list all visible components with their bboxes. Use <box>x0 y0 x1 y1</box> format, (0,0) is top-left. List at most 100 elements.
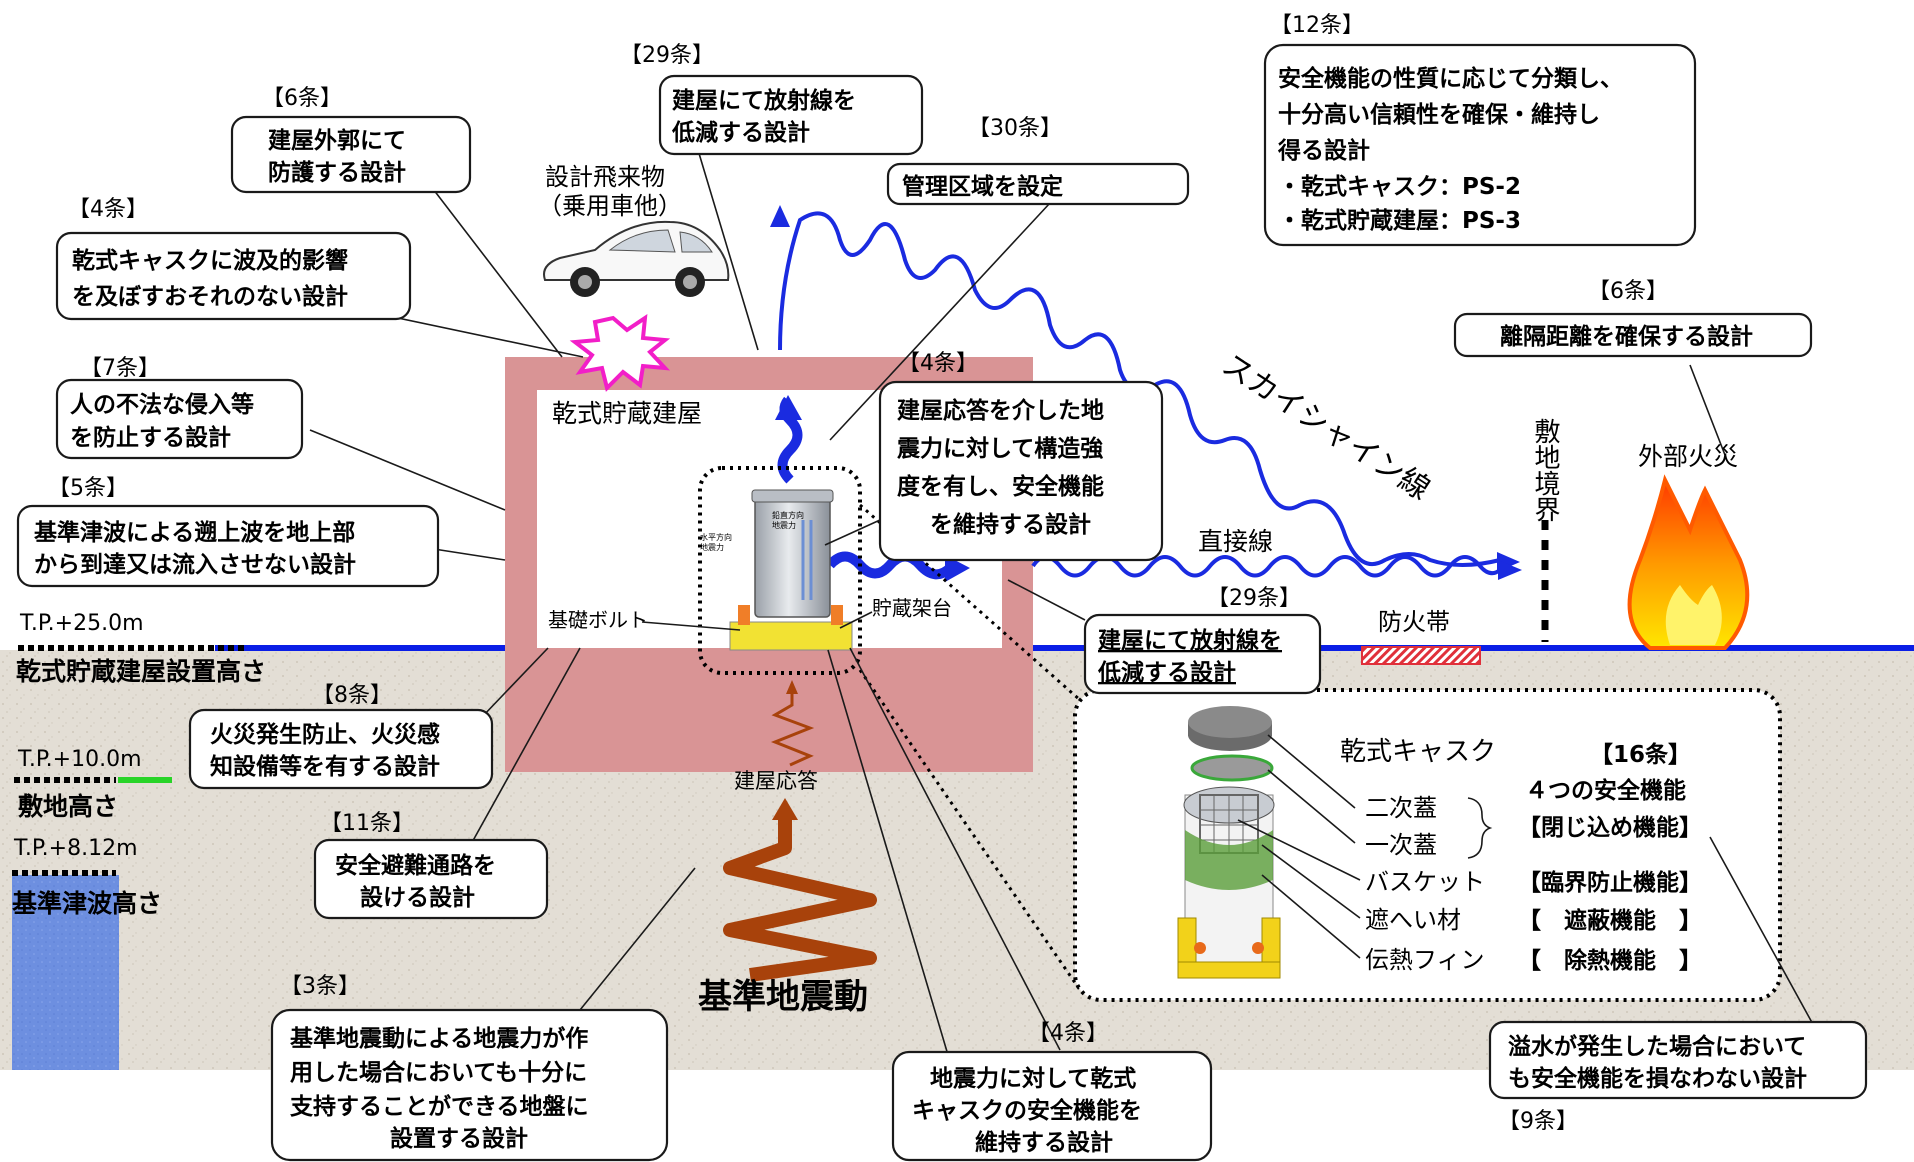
cask-part-function: 【 遮蔽機能 】 <box>1518 907 1702 934</box>
article-30-label: 【30条】 <box>968 116 1062 141</box>
callout-art11-line: 設ける設計 <box>360 884 475 911</box>
article-6-top-label: 【6条】 <box>262 86 342 111</box>
callout-art29-top-line: 低減する設計 <box>671 119 810 146</box>
part-pointer <box>1237 819 1361 881</box>
tsunami-water <box>12 875 119 1070</box>
elevation-level-25: T.P.+25.0m <box>19 611 144 636</box>
callout-art12-line: 安全機能の性質に応じて分類し、 <box>1278 65 1623 92</box>
car-icon <box>543 220 730 297</box>
callout-art12 <box>1263 43 1697 247</box>
external-fire-label: 外部火災 <box>1638 442 1738 471</box>
building-label: 乾式貯蔵建屋 <box>552 399 702 428</box>
article-5-label: 【5条】 <box>48 476 128 501</box>
elevation-level-812: T.P.+8.12m <box>13 836 138 861</box>
cask-part-function: 【 除熱機能 】 <box>1518 947 1702 974</box>
article-8-label: 【8条】 <box>312 683 392 708</box>
elevation-name-25: 乾式貯蔵建屋設置高さ <box>16 657 266 686</box>
callout-art3-line: 支持することができる地盤に <box>289 1093 589 1120</box>
article-29-top-label: 【29条】 <box>620 43 714 68</box>
article-29-mid-label: 【29条】 <box>1207 586 1301 611</box>
callout-art4-mid <box>878 380 1164 562</box>
lid-brace <box>1467 797 1493 859</box>
direct-ray-label: 直接線 <box>1198 527 1273 556</box>
callout-art4-mid-line: 建屋応答を介した地 <box>897 397 1104 424</box>
part-pointer <box>1261 874 1361 959</box>
callout-art9 <box>1488 1020 1868 1100</box>
callout-art11 <box>313 838 549 920</box>
callout-art29-mid <box>1083 613 1322 695</box>
article-4-mid-label: 【4条】 <box>898 351 978 376</box>
article-6-right-label: 【6条】 <box>1588 279 1668 304</box>
callout-art5-line: から到達又は流入させない設計 <box>34 551 356 578</box>
cask-part-name: 遮へい材 <box>1365 906 1461 934</box>
callout-art6-top-line: 防護する設計 <box>268 159 406 186</box>
cask-part-name: バスケット <box>1365 868 1485 896</box>
storage-rack-icon <box>1177 917 1281 979</box>
article-4-bottom-label: 【4条】 <box>1028 1021 1108 1046</box>
cask-inner-label: 地震力 <box>700 542 724 552</box>
fire-icon <box>1627 474 1750 650</box>
part-pointer <box>1267 769 1356 844</box>
callout-art5-line: 基準津波による遡上波を地上部 <box>34 519 355 546</box>
callout-art3-line: 用した場合においても十分に <box>290 1059 587 1086</box>
callout-art7 <box>55 378 304 460</box>
building-internal-ray-up-arrowhead <box>775 395 802 420</box>
article-9-label: 【9条】 <box>1498 1109 1578 1134</box>
callout-art3 <box>270 1008 669 1162</box>
cask-part-function: 【臨界防止機能】 <box>1518 869 1702 896</box>
callout-art11-line: 安全避難通路を <box>335 852 496 879</box>
callout-art6-top-line: 建屋外郭にて <box>268 127 406 154</box>
callout-art3-line: 設置する設計 <box>390 1125 528 1152</box>
cask-detail-heading: ４つの安全機能 <box>1525 777 1686 804</box>
ground-motion-arrowhead <box>772 798 798 820</box>
callout-art30 <box>886 162 1190 206</box>
callout-art29-mid-line: 建屋にて放射線を <box>1098 627 1282 654</box>
cask-part-function: 【閉じ込め機能】 <box>1518 814 1702 841</box>
cask-detail-title: 乾式キャスク <box>1340 737 1496 767</box>
callout-art4-bottom <box>891 1050 1213 1162</box>
skyshine-arrowhead-top <box>770 205 790 227</box>
callout-art4-bottom-line: 維持する設計 <box>975 1129 1113 1156</box>
callout-art6-right <box>1453 312 1813 358</box>
callout-art7-line: 人の不法な侵入等 <box>70 391 254 418</box>
callout-art5 <box>16 504 440 588</box>
callout-art3-line: 基準地震動による地震力が作 <box>290 1025 588 1052</box>
storage-rack-label: 貯蔵架台 <box>872 596 952 620</box>
article-7-label: 【7条】 <box>80 356 160 381</box>
callout-art4-top-line: を及ぼすおそれのない設計 <box>72 283 348 310</box>
callout-art12-line: 得る設計 <box>1277 137 1370 164</box>
cask-inner-label: 地震力 <box>772 520 796 530</box>
callout-art4-mid-line: 度を有し、安全機能 <box>897 473 1104 500</box>
callout-art4-top-line: 乾式キャスクに波及的影響 <box>72 247 348 274</box>
ground-motion-label: 基準地震動 <box>698 977 868 1017</box>
callout-art4-top <box>55 231 412 321</box>
firebreak <box>1361 646 1481 665</box>
article-11-label: 【11条】 <box>320 811 414 836</box>
foundation-bolt-label: 基礎ボルト <box>548 608 648 632</box>
elevation-level-10: T.P.+10.0m <box>17 747 142 772</box>
part-pointer <box>1267 734 1356 809</box>
building-response-arrow <box>770 690 815 767</box>
callout-art30-line: 管理区域を設定 <box>902 173 1063 200</box>
cask-rack-base <box>729 621 853 651</box>
flying-object-label: 設計飛来物 <box>545 163 665 191</box>
cask-top <box>751 489 834 503</box>
part-pointer <box>1261 844 1361 919</box>
skyshine-ray <box>778 211 1501 567</box>
site-boundary-label: 敷地境界 <box>1530 418 1560 522</box>
cask-part-name: 一次蓋 <box>1365 831 1437 859</box>
callout-art12-line: 十分高い信頼性を確保・維持し <box>1278 101 1600 128</box>
ground-motion-arrow <box>723 818 877 982</box>
skyshine-label: スカイシャイン線 <box>1216 347 1436 507</box>
callout-art4-bottom-line: キャスクの安全機能を <box>912 1097 1142 1124</box>
callout-art29-top-line: 建屋にて放射線を <box>672 87 856 114</box>
flying-object-sub-label: （乗用車他） <box>538 192 682 220</box>
building-internal-ray-right-arrowhead <box>945 555 970 582</box>
detail-connector-line <box>858 669 1082 991</box>
callout-art4-mid-line: 震力に対して構造強 <box>897 436 1103 462</box>
callout-art6-top <box>230 115 472 194</box>
article-3-label: 【3条】 <box>280 974 360 999</box>
elevation-name-812: 基準津波高さ <box>12 889 162 918</box>
callout-pointers <box>309 139 1816 1056</box>
